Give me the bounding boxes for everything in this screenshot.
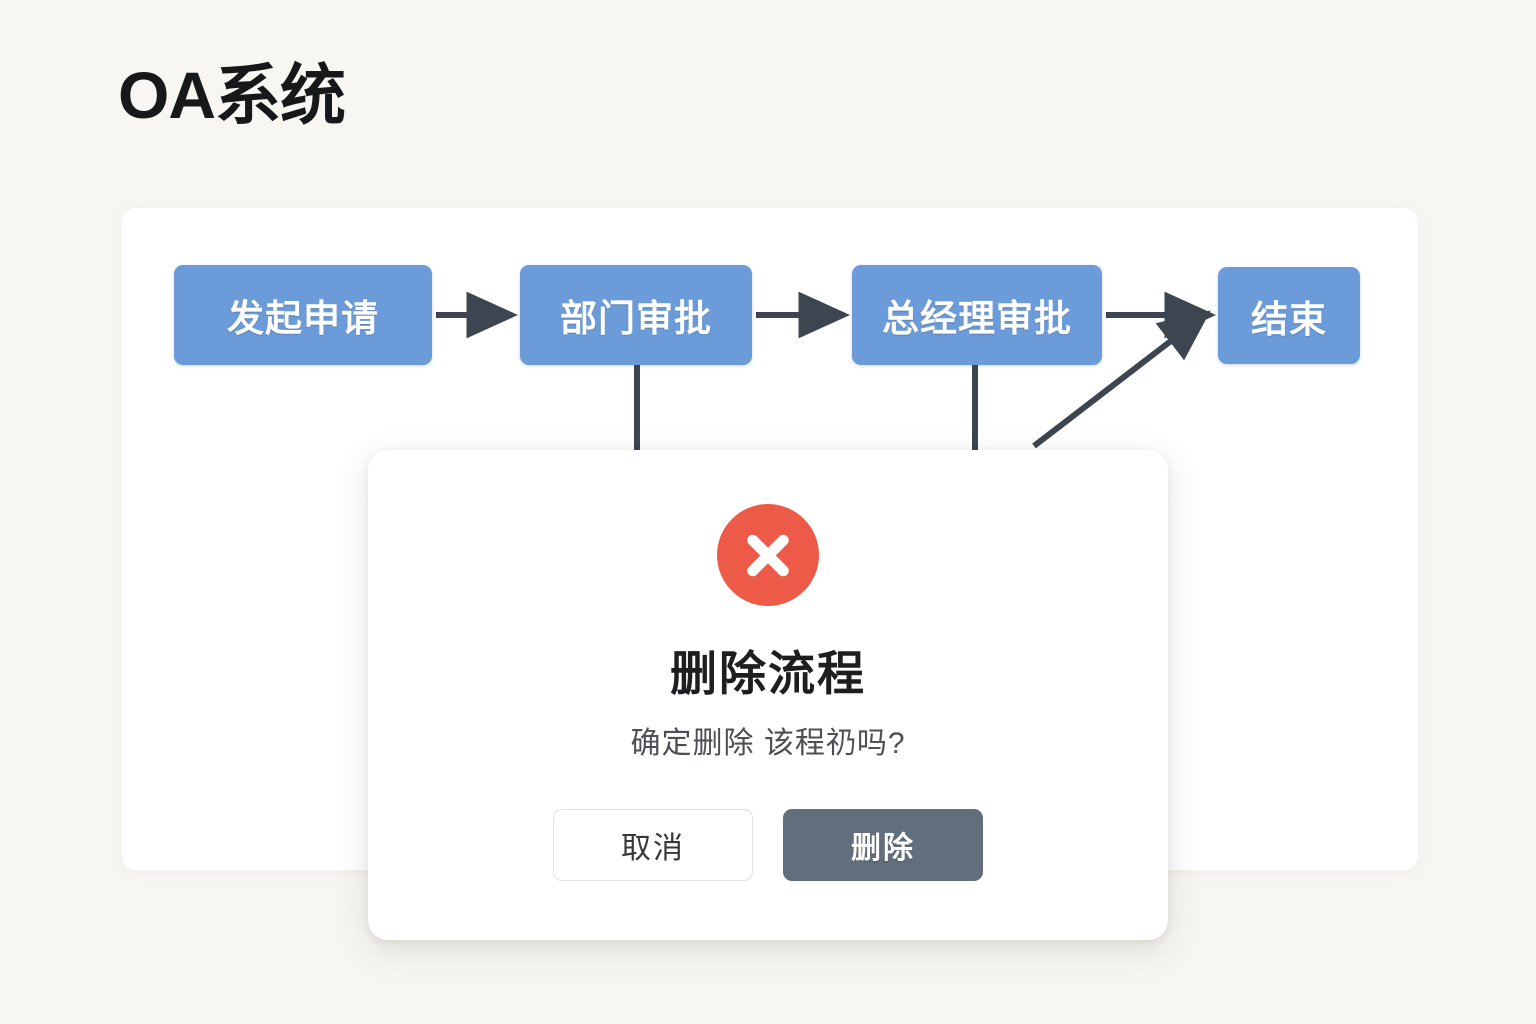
dialog-actions: 取消 删除 <box>553 809 983 881</box>
cancel-button[interactable]: 取消 <box>553 809 753 881</box>
flow-node-department-approval[interactable]: 部门审批 <box>520 265 752 365</box>
page-title: OA系统 <box>118 58 346 132</box>
flow-node-general-manager-approval[interactable]: 总经理审批 <box>852 265 1102 365</box>
dialog-title: 删除流程 <box>670 647 866 700</box>
flow-node-start-application[interactable]: 发起申请 <box>174 265 432 365</box>
dialog-message: 确定删除 该程礽吗? <box>630 727 906 760</box>
delete-button[interactable]: 删除 <box>783 809 983 881</box>
flow-node-end[interactable]: 结束 <box>1218 267 1360 364</box>
delete-confirmation-dialog: 删除流程 确定删除 该程礽吗? 取消 删除 <box>368 450 1168 940</box>
error-circle-x-icon <box>717 504 819 606</box>
